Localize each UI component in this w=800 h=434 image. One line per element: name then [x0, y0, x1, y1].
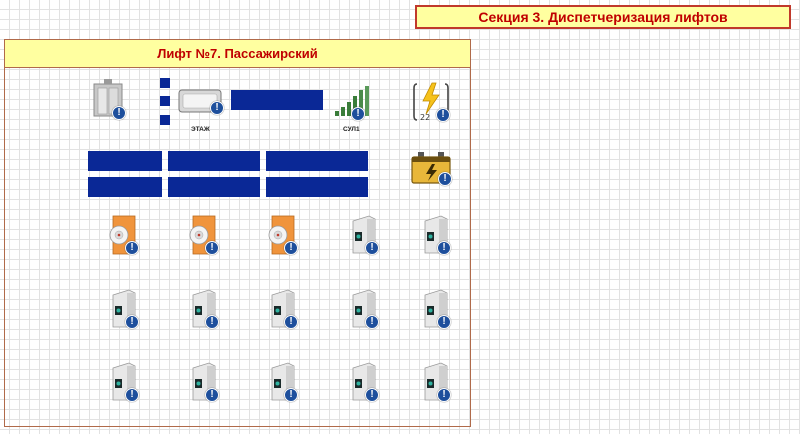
indicator-square [160, 115, 170, 125]
value-box [266, 151, 368, 171]
alert-badge: ! [437, 315, 451, 329]
sensor-module-icon[interactable]: ! [266, 362, 300, 402]
alert-badge: ! [112, 106, 126, 120]
elevator-cabin-icon[interactable]: ! [92, 78, 126, 120]
smoke-detector-icon[interactable]: ! [187, 215, 221, 255]
alert-badge: ! [436, 108, 450, 122]
value-box [168, 177, 260, 197]
smoke-detector-icon[interactable]: ! [107, 215, 141, 255]
alert-badge: ! [437, 241, 451, 255]
alert-badge: ! [125, 315, 139, 329]
sensor-module-icon[interactable]: ! [347, 289, 381, 329]
sensor-module-icon[interactable]: ! [419, 215, 453, 255]
smoke-detector-icon[interactable]: ! [266, 215, 300, 255]
sensor-module-icon[interactable]: ! [187, 289, 221, 329]
power-supply-icon[interactable]: 22 ! [412, 80, 454, 126]
svg-text:22: 22 [420, 113, 430, 122]
signal-strength-icon[interactable]: ! [334, 84, 378, 124]
sensor-module-icon[interactable]: ! [419, 289, 453, 329]
indicator-square [160, 78, 170, 88]
alert-badge: ! [125, 241, 139, 255]
alert-badge: ! [284, 241, 298, 255]
section-title: Секция 3. Диспетчеризация лифтов [415, 5, 791, 29]
alert-badge: ! [351, 107, 365, 121]
sensor-module-icon[interactable]: ! [347, 362, 381, 402]
value-box [88, 177, 162, 197]
sensor-module-icon[interactable]: ! [266, 289, 300, 329]
alert-badge: ! [438, 172, 452, 186]
alert-badge: ! [365, 315, 379, 329]
alert-badge: ! [437, 388, 451, 402]
panel-title: Лифт №7. Пассажирский [5, 40, 470, 68]
value-box [88, 151, 162, 171]
alert-badge: ! [125, 388, 139, 402]
alert-badge: ! [365, 388, 379, 402]
value-box [266, 177, 368, 197]
sensor-module-icon[interactable]: ! [107, 362, 141, 402]
alert-badge: ! [205, 388, 219, 402]
value-box [168, 151, 260, 171]
battery-icon[interactable]: ! [410, 150, 456, 190]
alert-badge: ! [205, 241, 219, 255]
sensor-module-icon[interactable]: ! [187, 362, 221, 402]
sensor-module-icon[interactable]: ! [347, 215, 381, 255]
alert-badge: ! [210, 101, 224, 115]
alert-badge: ! [205, 315, 219, 329]
elevator-panel: Лифт №7. Пассажирский [4, 39, 471, 427]
floor-display-icon[interactable]: ! [178, 87, 224, 123]
sul-label: СУЛ1 [343, 126, 360, 133]
alert-badge: ! [284, 315, 298, 329]
floor-value-box [231, 90, 323, 110]
sensor-module-icon[interactable]: ! [107, 289, 141, 329]
floor-label: ЭТАЖ [191, 126, 210, 133]
sensor-module-icon[interactable]: ! [419, 362, 453, 402]
alert-badge: ! [284, 388, 298, 402]
alert-badge: ! [365, 241, 379, 255]
indicator-square [160, 96, 170, 106]
